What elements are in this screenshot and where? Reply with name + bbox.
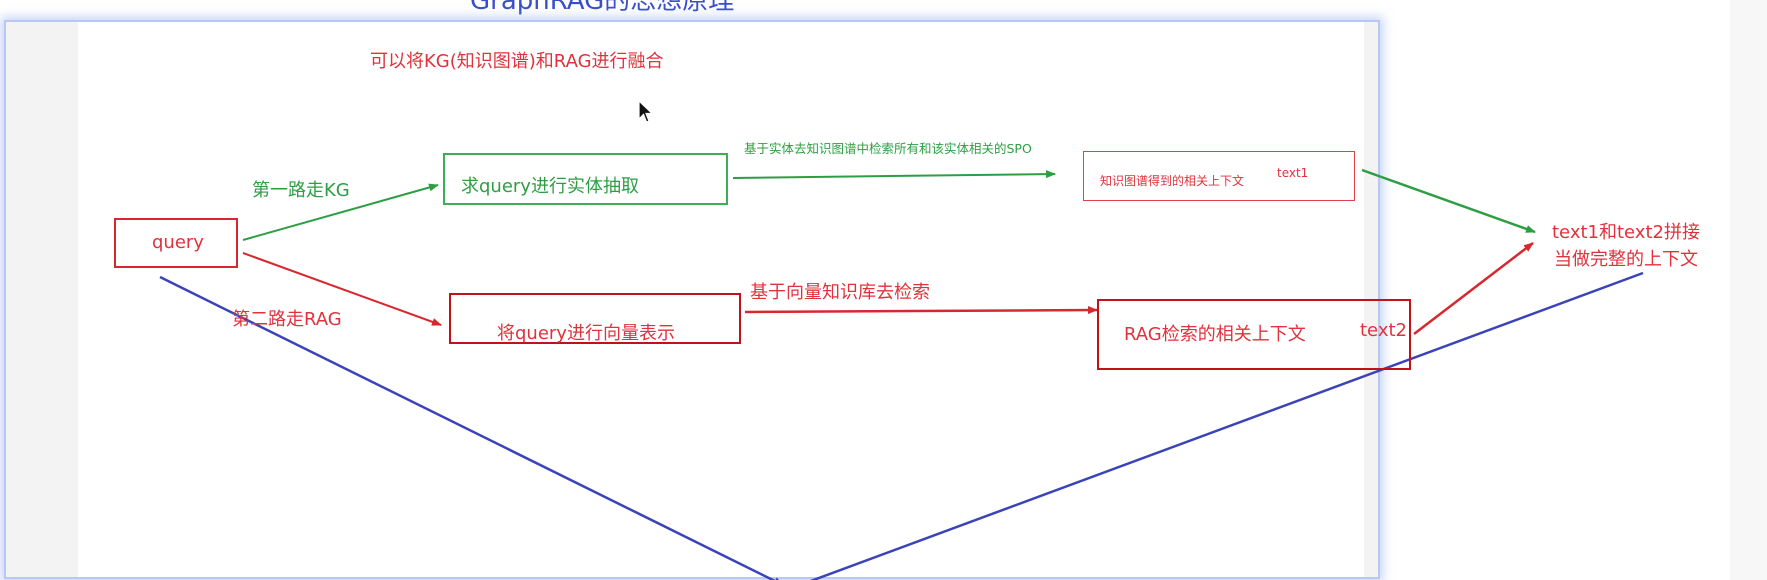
vectorize-node: [449, 293, 741, 344]
blue-line-right: [809, 271, 1644, 580]
kg-context-label: 知识图谱得到的相关上下文: [1100, 174, 1245, 188]
merge-result-line1: text1和text2拼接: [1552, 222, 1700, 243]
query-label: query: [152, 232, 204, 253]
mouse-cursor-icon: [638, 100, 654, 123]
arrow-kg-context-to-merge: [1361, 168, 1536, 234]
fusion-heading: 可以将KG(知识图谱)和RAG进行融合: [370, 51, 664, 72]
arrow-entity-to-kg-context: [732, 170, 1056, 179]
rag-context-tag: text2: [1360, 320, 1407, 341]
canvas-left-margin: [6, 22, 78, 577]
kg-context-node: [1083, 151, 1355, 201]
diagram-canvas: [4, 20, 1380, 579]
page-gutter: [1730, 0, 1767, 580]
vectorize-label: 将query进行向量表示: [497, 323, 675, 344]
kg-search-label: 基于实体去知识图谱中检索所有和该实体相关的SPO: [744, 141, 1032, 156]
entity-extract-label: 求query进行实体抽取: [461, 176, 639, 197]
arrow-query-to-entity: [242, 183, 439, 241]
arrow-query-to-vector: [242, 252, 442, 326]
kg-context-tag: text1: [1277, 166, 1309, 180]
entity-extract-node: [443, 153, 728, 205]
arrow-vector-to-rag-context: [744, 306, 1098, 315]
rag-context-label: RAG检索的相关上下文: [1124, 324, 1306, 345]
rag-path-label: 第二路走RAG: [232, 309, 342, 330]
slide-title: GraphRAG的思想原理: [470, 0, 735, 16]
blue-line-left: [159, 275, 784, 580]
rag-context-node: [1097, 299, 1411, 370]
arrow-rag-context-to-merge: [1413, 242, 1534, 335]
vector-search-label: 基于向量知识库去检索: [750, 282, 930, 303]
merge-result-line2: 当做完整的上下文: [1554, 249, 1698, 270]
query-node: [114, 218, 238, 268]
kg-path-label: 第一路走KG: [252, 180, 350, 201]
